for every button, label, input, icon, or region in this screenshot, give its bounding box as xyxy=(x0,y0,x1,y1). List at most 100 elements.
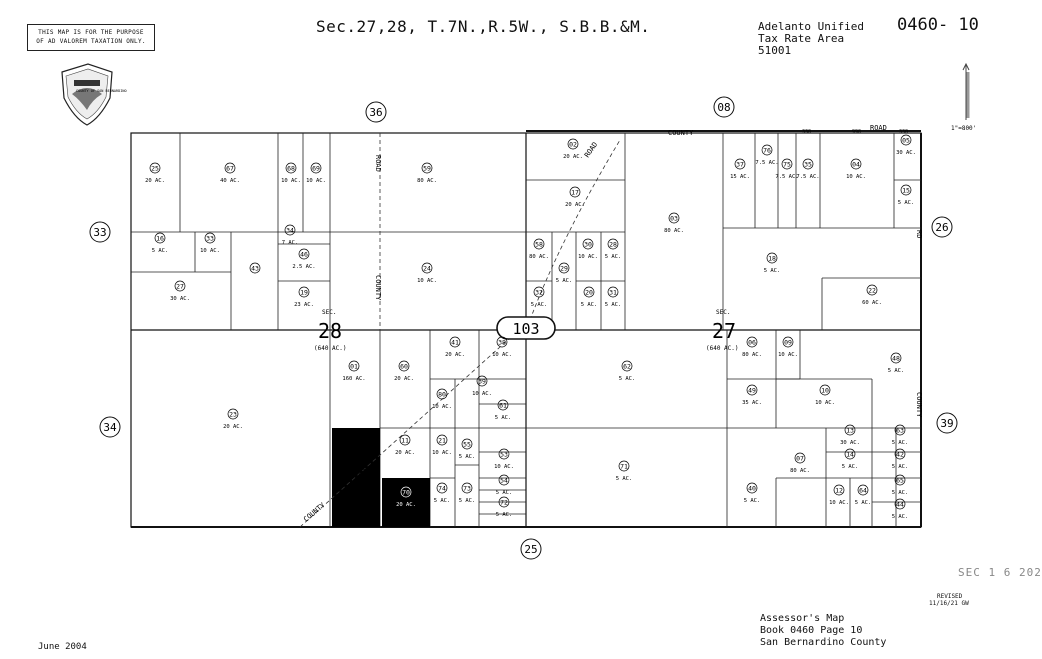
parcel-number[interactable]: 55 xyxy=(463,441,471,449)
parcel-number[interactable]: 67 xyxy=(226,165,234,173)
parcel-number-circle xyxy=(794,452,806,464)
tax-purpose-notice: THIS MAP IS FOR THE PURPOSE OF AD VALORE… xyxy=(27,24,155,51)
parcel-acreage: 60 AC. xyxy=(862,300,882,306)
parcel-number[interactable]: 24 xyxy=(423,265,431,273)
parcel-number[interactable]: 54 xyxy=(500,477,508,485)
parcel-number-circle xyxy=(900,134,912,146)
parcel-acreage: 5 AC. xyxy=(892,440,909,446)
parcel-acreage: 5 AC. xyxy=(459,498,476,504)
parcel-acreage: 10 AC. xyxy=(846,174,866,180)
parcel-number[interactable]: 37 xyxy=(736,161,744,169)
parcel-number[interactable]: 42 xyxy=(896,451,904,459)
parcel-number[interactable]: 65 xyxy=(896,477,904,485)
parcel-number[interactable]: 53 xyxy=(500,451,508,459)
parcel-number[interactable]: 43 xyxy=(251,265,259,273)
parcel-number-circle xyxy=(607,238,619,250)
parcel-number[interactable]: 28 xyxy=(609,241,617,249)
parcel-number-circle xyxy=(781,158,793,170)
parcel-number-circle xyxy=(461,482,473,494)
parcel-number-circle xyxy=(400,486,412,498)
parcel-number[interactable]: 60 xyxy=(400,363,408,371)
parcel-number[interactable]: 73 xyxy=(463,485,471,493)
parcel-number[interactable]: 64 xyxy=(859,487,867,495)
parcel-number[interactable]: 18 xyxy=(768,255,776,263)
parcel-number[interactable]: 20 xyxy=(585,289,593,297)
parcel-number[interactable]: 13 xyxy=(846,427,854,435)
parcel-number[interactable]: 69 xyxy=(312,165,320,173)
parcel-number[interactable]: 29 xyxy=(560,265,568,273)
parcel-number[interactable]: 46 xyxy=(300,251,308,259)
parcel-number[interactable]: 71 xyxy=(620,463,628,471)
parcel-number[interactable]: 09 xyxy=(784,339,792,347)
parcel-number[interactable]: 61 xyxy=(499,402,507,410)
parcel-number[interactable]: 58 xyxy=(535,241,543,249)
parcel-number[interactable]: 33 xyxy=(206,235,214,243)
parcel-number[interactable]: 19 xyxy=(300,289,308,297)
parcel-number[interactable]: 03 xyxy=(670,215,678,223)
parcel-number[interactable]: 32 xyxy=(535,289,543,297)
parcel-number[interactable]: 45 xyxy=(358,471,366,479)
parcel-number[interactable]: 34 xyxy=(286,227,294,235)
parcel-acreage: 5 AC. xyxy=(744,498,761,504)
parcel-number[interactable]: 72 xyxy=(500,499,508,507)
parcel-number[interactable]: 49 xyxy=(748,387,756,395)
parcel-acreage: 80 AC. xyxy=(529,254,549,260)
parcel-number[interactable]: 48 xyxy=(892,355,900,363)
parcel-number[interactable]: 17 xyxy=(571,189,579,197)
parcel-number[interactable]: 75 xyxy=(783,161,791,169)
parcel-number[interactable]: 63 xyxy=(896,427,904,435)
parcel-number[interactable]: 62 xyxy=(623,363,631,371)
parcel-number-circle xyxy=(894,424,906,436)
parcel-number-circle xyxy=(356,468,368,480)
parcel-number[interactable]: 06 xyxy=(748,339,756,347)
parcel-number[interactable]: 44 xyxy=(896,501,904,509)
parcel-number[interactable]: 40 xyxy=(748,485,756,493)
sec28-number: 28 xyxy=(318,319,342,343)
parcel-acreage: 20 AC. xyxy=(396,502,416,508)
road-dist-a: 330 xyxy=(802,129,811,135)
parcel-number[interactable]: 21 xyxy=(438,437,446,445)
parcel-number[interactable]: 25 xyxy=(151,165,159,173)
parcel-acreage: 5 AC. xyxy=(619,376,636,382)
parcel-number-circle xyxy=(497,399,509,411)
parcel-acreage: 30 AC. xyxy=(896,150,916,156)
parcel-number[interactable]: 07 xyxy=(796,455,804,463)
parcel-number[interactable]: 04 xyxy=(852,161,860,169)
parcel-number[interactable]: 12 xyxy=(835,487,843,495)
parcel-number[interactable]: 31 xyxy=(609,289,617,297)
notice-line-2: OF AD VALOREM TAXATION ONLY. xyxy=(36,38,146,45)
parcel-number[interactable]: 41 xyxy=(451,339,459,347)
parcel-number[interactable]: 35 xyxy=(804,161,812,169)
parcel-number[interactable]: 38 xyxy=(498,339,506,347)
parcel-acreage: 2.5 AC. xyxy=(292,264,315,270)
parcel-number[interactable]: 70 xyxy=(402,489,410,497)
parcel-number-circle xyxy=(498,448,510,460)
parcel-number[interactable]: 68 xyxy=(287,165,295,173)
parcel-number[interactable]: 30 xyxy=(584,241,592,249)
parcel-number[interactable]: 80 xyxy=(438,391,446,399)
parcel-number[interactable]: 16 xyxy=(156,235,164,243)
parcel-number[interactable]: 27 xyxy=(176,283,184,291)
parcel-number[interactable]: 15 xyxy=(902,187,910,195)
adjacent-map-e2: 39 xyxy=(940,417,953,430)
parcel-number[interactable]: 22 xyxy=(868,287,876,295)
parcel-number[interactable]: 59 xyxy=(423,165,431,173)
parcel-acreage: 5 AC. xyxy=(556,278,573,284)
parcel-number[interactable]: 01 xyxy=(350,363,358,371)
parcel-acreage: 5 AC. xyxy=(764,268,781,274)
parcel-number[interactable]: 14 xyxy=(846,451,854,459)
parcel-number[interactable]: 10 xyxy=(821,387,829,395)
parcel-number[interactable]: 05 xyxy=(902,137,910,145)
parcel-number[interactable]: 39 xyxy=(478,378,486,386)
scale-bar-icon: 1"=800' xyxy=(951,62,976,132)
parcel-number[interactable]: 11 xyxy=(401,437,409,445)
adjacent-map-s1: 25 xyxy=(524,543,537,556)
parcel-number-circle xyxy=(154,232,166,244)
parcel-number[interactable]: 74 xyxy=(438,485,446,493)
parcel-number[interactable]: 02 xyxy=(569,141,577,149)
parcel-number[interactable]: 76 xyxy=(763,147,771,155)
parcel-number[interactable]: 23 xyxy=(229,411,237,419)
map-date: June 2004 xyxy=(38,642,87,652)
